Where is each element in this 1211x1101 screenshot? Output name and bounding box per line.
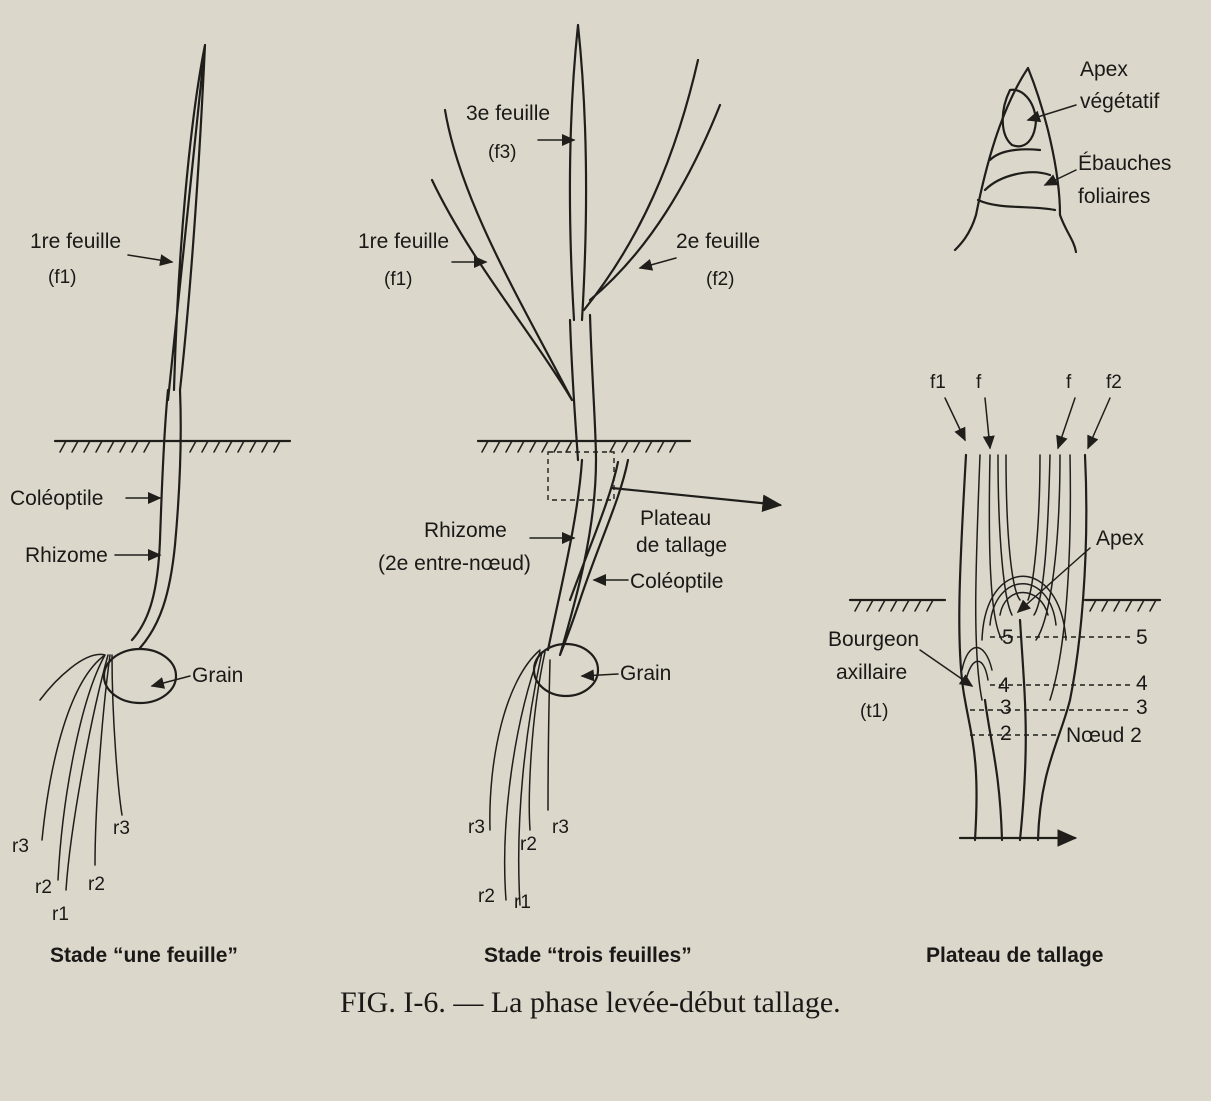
root-label-2-5: r1 — [514, 892, 531, 913]
one-leaf-drawing — [40, 45, 290, 890]
label-coleoptile-2: Coléoptile — [630, 570, 723, 593]
label-node: Nœud 2 — [1066, 724, 1142, 747]
label-plate-1: Plateau — [640, 507, 711, 530]
second-leaf-shape — [584, 60, 720, 310]
node-inner-5: 5 — [1002, 626, 1014, 649]
label-grain: Grain — [192, 664, 243, 687]
plate-drawing — [850, 398, 1160, 840]
three-leaf-drawing — [432, 25, 780, 905]
node-inner-4: 4 — [998, 674, 1010, 697]
label-third-leaf-code: (f3) — [488, 142, 517, 163]
root-label-2-4: r2 — [478, 886, 495, 907]
label-first-leaf: 1re feuille — [30, 230, 121, 253]
root-label-4: r2 — [88, 874, 105, 895]
label-first-leaf-code-2: (f1) — [384, 269, 413, 290]
node-inner-3: 3 — [1000, 696, 1012, 719]
third-leaf-shape — [570, 25, 586, 320]
figure-caption: FIG. I-6. — La phase levée-début tallage… — [340, 986, 841, 1019]
label-second-leaf: 2e feuille — [676, 230, 760, 253]
label-plate-2: de tallage — [636, 534, 727, 557]
label-primordia-2: foliaires — [1078, 185, 1150, 208]
grain-shape — [104, 649, 176, 703]
three-leaf-labels: 3e feuille (f3) 1re feuille (f1) 2e feui… — [358, 102, 760, 967]
soil-line-2 — [478, 441, 690, 452]
label-bud-1: Bourgeon — [828, 628, 919, 651]
first-leaf-shape — [168, 45, 205, 400]
root-label-2-3: r3 — [552, 817, 569, 838]
soil-line — [55, 441, 290, 452]
root-label-1: r3 — [12, 836, 29, 857]
label-grain-2: Grain — [620, 662, 671, 685]
caption-plate: Plateau de tallage — [926, 944, 1103, 967]
label-second-leaf-code: (f2) — [706, 269, 735, 290]
root-label-2: r2 — [35, 877, 52, 898]
caption-one-leaf: Stade “une feuille” — [50, 944, 238, 967]
label-plate-apex: Apex — [1096, 527, 1144, 550]
apex-drawing — [955, 68, 1076, 252]
node-outer-3: 3 — [1136, 696, 1148, 719]
coleoptile-shape — [132, 390, 181, 648]
root-label-3: r1 — [52, 904, 69, 925]
node-outer-5: 5 — [1136, 626, 1148, 649]
plate-leaf-label-2: f — [976, 372, 982, 393]
root-label-5: r3 — [113, 818, 130, 839]
caption-three-leaf: Stade “trois feuilles” — [484, 944, 692, 967]
plate-leaf-label-3: f — [1066, 372, 1072, 393]
one-leaf-labels: 1re feuille (f1) Coléoptile Rhizome Grai… — [10, 230, 243, 967]
label-coleoptile: Coléoptile — [10, 487, 103, 510]
label-apex-1: Apex — [1080, 58, 1128, 81]
label-bud-3: (t1) — [860, 701, 889, 722]
root-label-2-1: r3 — [468, 817, 485, 838]
label-primordia-1: Ébauches — [1078, 152, 1171, 175]
apex-labels: Apex végétatif Ébauches foliaires — [1078, 58, 1171, 208]
stem-shape — [570, 315, 596, 460]
roots-shape-2 — [490, 650, 550, 905]
plate-leaf-label-1: f1 — [930, 372, 946, 393]
node-inner-2: 2 — [1000, 722, 1012, 745]
label-third-leaf: 3e feuille — [466, 102, 550, 125]
label-bud-2: axillaire — [836, 661, 907, 684]
root-label-2-2: r2 — [520, 834, 537, 855]
label-first-leaf-2: 1re feuille — [358, 230, 449, 253]
node-outer-4: 4 — [1136, 672, 1148, 695]
label-rhizome-2b: (2e entre-nœud) — [378, 552, 531, 575]
plate-labels: f1 f f f2 Apex Bourgeon axillaire (t1) 5… — [828, 372, 1148, 967]
plate-leaf-label-4: f2 — [1106, 372, 1122, 393]
label-first-leaf-code: (f1) — [48, 267, 77, 288]
label-apex-2: végétatif — [1080, 90, 1160, 113]
label-rhizome-2a: Rhizome — [424, 519, 507, 542]
label-rhizome: Rhizome — [25, 544, 108, 567]
grain-shape-2 — [534, 644, 598, 696]
